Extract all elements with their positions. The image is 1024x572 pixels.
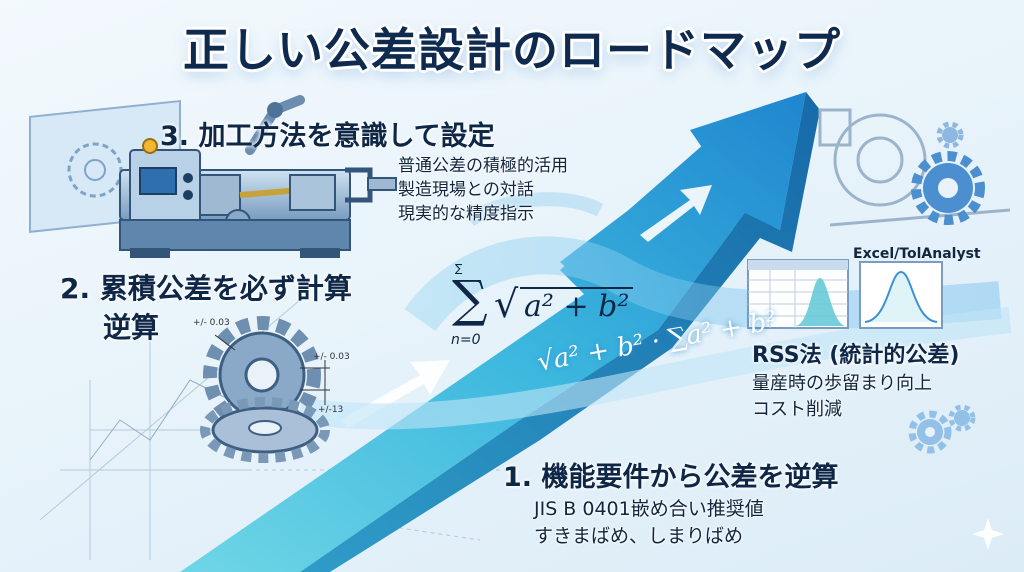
rss-heading: RSS法 (統計的公差) <box>752 343 960 368</box>
formula-sum-top: ∑ <box>455 262 463 275</box>
rss-line: コスト削減 <box>752 399 842 420</box>
step3-line: 普通公差の積極的活用 <box>398 156 568 176</box>
gear-icon <box>818 108 1011 227</box>
step3-list: 普通公差の積極的活用 製造現場との対話 現実的な精度指示 <box>398 154 568 226</box>
step3-line: 製造現場との対話 <box>398 180 534 200</box>
gear-icon <box>200 397 330 463</box>
distribution-chart <box>859 261 943 329</box>
tolerance-dimension-lines <box>214 334 330 405</box>
formula-sum-bottom: n=0 <box>451 332 481 348</box>
rss-line: 量産時の歩留まり向上 <box>752 373 932 394</box>
sparkle-icon <box>972 518 1004 550</box>
lathe-machine-illustration <box>119 95 397 258</box>
gear-icon <box>936 121 964 149</box>
gear-icon <box>908 410 952 454</box>
tool-label: Excel/TolAnalyst <box>853 246 981 262</box>
tolerance-label: +/- 0.03 <box>313 352 350 362</box>
step2-heading-line2: 逆算 <box>103 311 160 344</box>
formula-radicand: a² + b² <box>520 287 634 324</box>
step3-line: 現実的な精度指示 <box>398 204 534 224</box>
step3-heading: 3. 加工方法を意識して設定 <box>160 121 495 152</box>
spreadsheet-icon <box>747 259 849 329</box>
step2-heading: 2. 累積公差を必ず計算 <box>60 272 352 305</box>
gear-icon <box>948 404 976 432</box>
tolerance-label: +/-13 <box>318 405 344 415</box>
gear-icon <box>911 151 985 225</box>
step1-heading: 1. 機能要件から公差を逆算 <box>503 462 839 493</box>
step1-list: JIS B 0401嵌め合い推奨値 すきまばめ、しまりばめ <box>534 496 764 550</box>
step1-line: すきまばめ、しまりばめ <box>534 525 744 547</box>
tolerance-label: +/- 0.03 <box>193 318 230 328</box>
page-title: 正しい公差設計のロードマップ <box>183 23 841 77</box>
step1-line: JIS B 0401嵌め合い推奨値 <box>534 498 764 520</box>
formula-sum-symbol: ∑ <box>452 270 488 328</box>
formula-radical: √ <box>494 282 519 326</box>
rss-list: 量産時の歩留まり向上 コスト削減 <box>752 371 932 423</box>
